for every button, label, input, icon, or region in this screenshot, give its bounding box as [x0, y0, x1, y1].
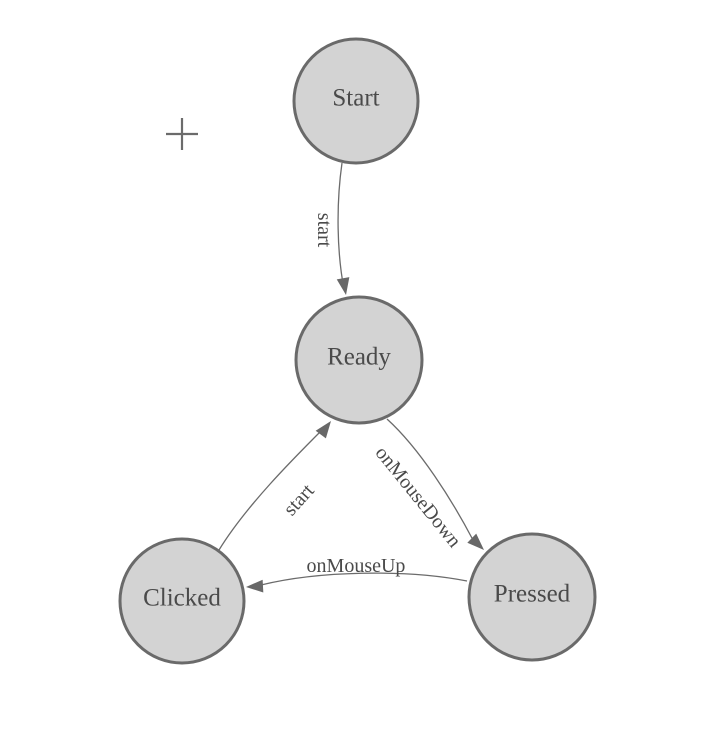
node-label-start: Start — [332, 85, 379, 112]
edge-line-pressed-to-clicked[interactable] — [260, 572, 468, 586]
edge-clicked-to-ready: start — [218, 421, 331, 551]
arrowhead-icon-clicked-to-ready — [315, 421, 331, 439]
plus-crosshair-icon — [166, 118, 198, 150]
node-label-ready: Ready — [327, 344, 391, 371]
edge-label-pressed-to-clicked: onMouseUp — [307, 555, 406, 577]
edge-ready-to-pressed: onMouseDown — [371, 418, 484, 552]
edge-start-to-ready: start — [313, 162, 350, 295]
node-start: Start — [292, 37, 420, 165]
node-label-pressed: Pressed — [494, 581, 571, 608]
node-pressed: Pressed — [467, 532, 597, 662]
edge-label-ready-to-pressed: onMouseDown — [371, 442, 466, 552]
node-circle-clicked[interactable] — [118, 537, 246, 665]
arrowhead-icon-ready-to-pressed — [467, 533, 484, 550]
edge-line-start-to-ready[interactable] — [337, 162, 345, 290]
arrowhead-icon-start-to-ready — [336, 277, 350, 295]
edge-line-clicked-to-ready[interactable] — [218, 429, 323, 551]
edge-label-start-to-ready: start — [313, 213, 335, 248]
arrowhead-icon-pressed-to-clicked — [246, 579, 264, 593]
edge-label-clicked-to-ready: start — [279, 480, 319, 521]
node-circle-start[interactable] — [292, 37, 420, 165]
node-circle-pressed[interactable] — [467, 532, 597, 662]
node-ready: Ready — [294, 295, 424, 425]
node-clicked: Clicked — [118, 537, 246, 665]
edge-pressed-to-clicked: onMouseUp — [246, 555, 468, 593]
node-circle-ready[interactable] — [294, 295, 424, 425]
node-label-clicked: Clicked — [143, 585, 221, 612]
edge-line-ready-to-pressed[interactable] — [386, 418, 474, 541]
